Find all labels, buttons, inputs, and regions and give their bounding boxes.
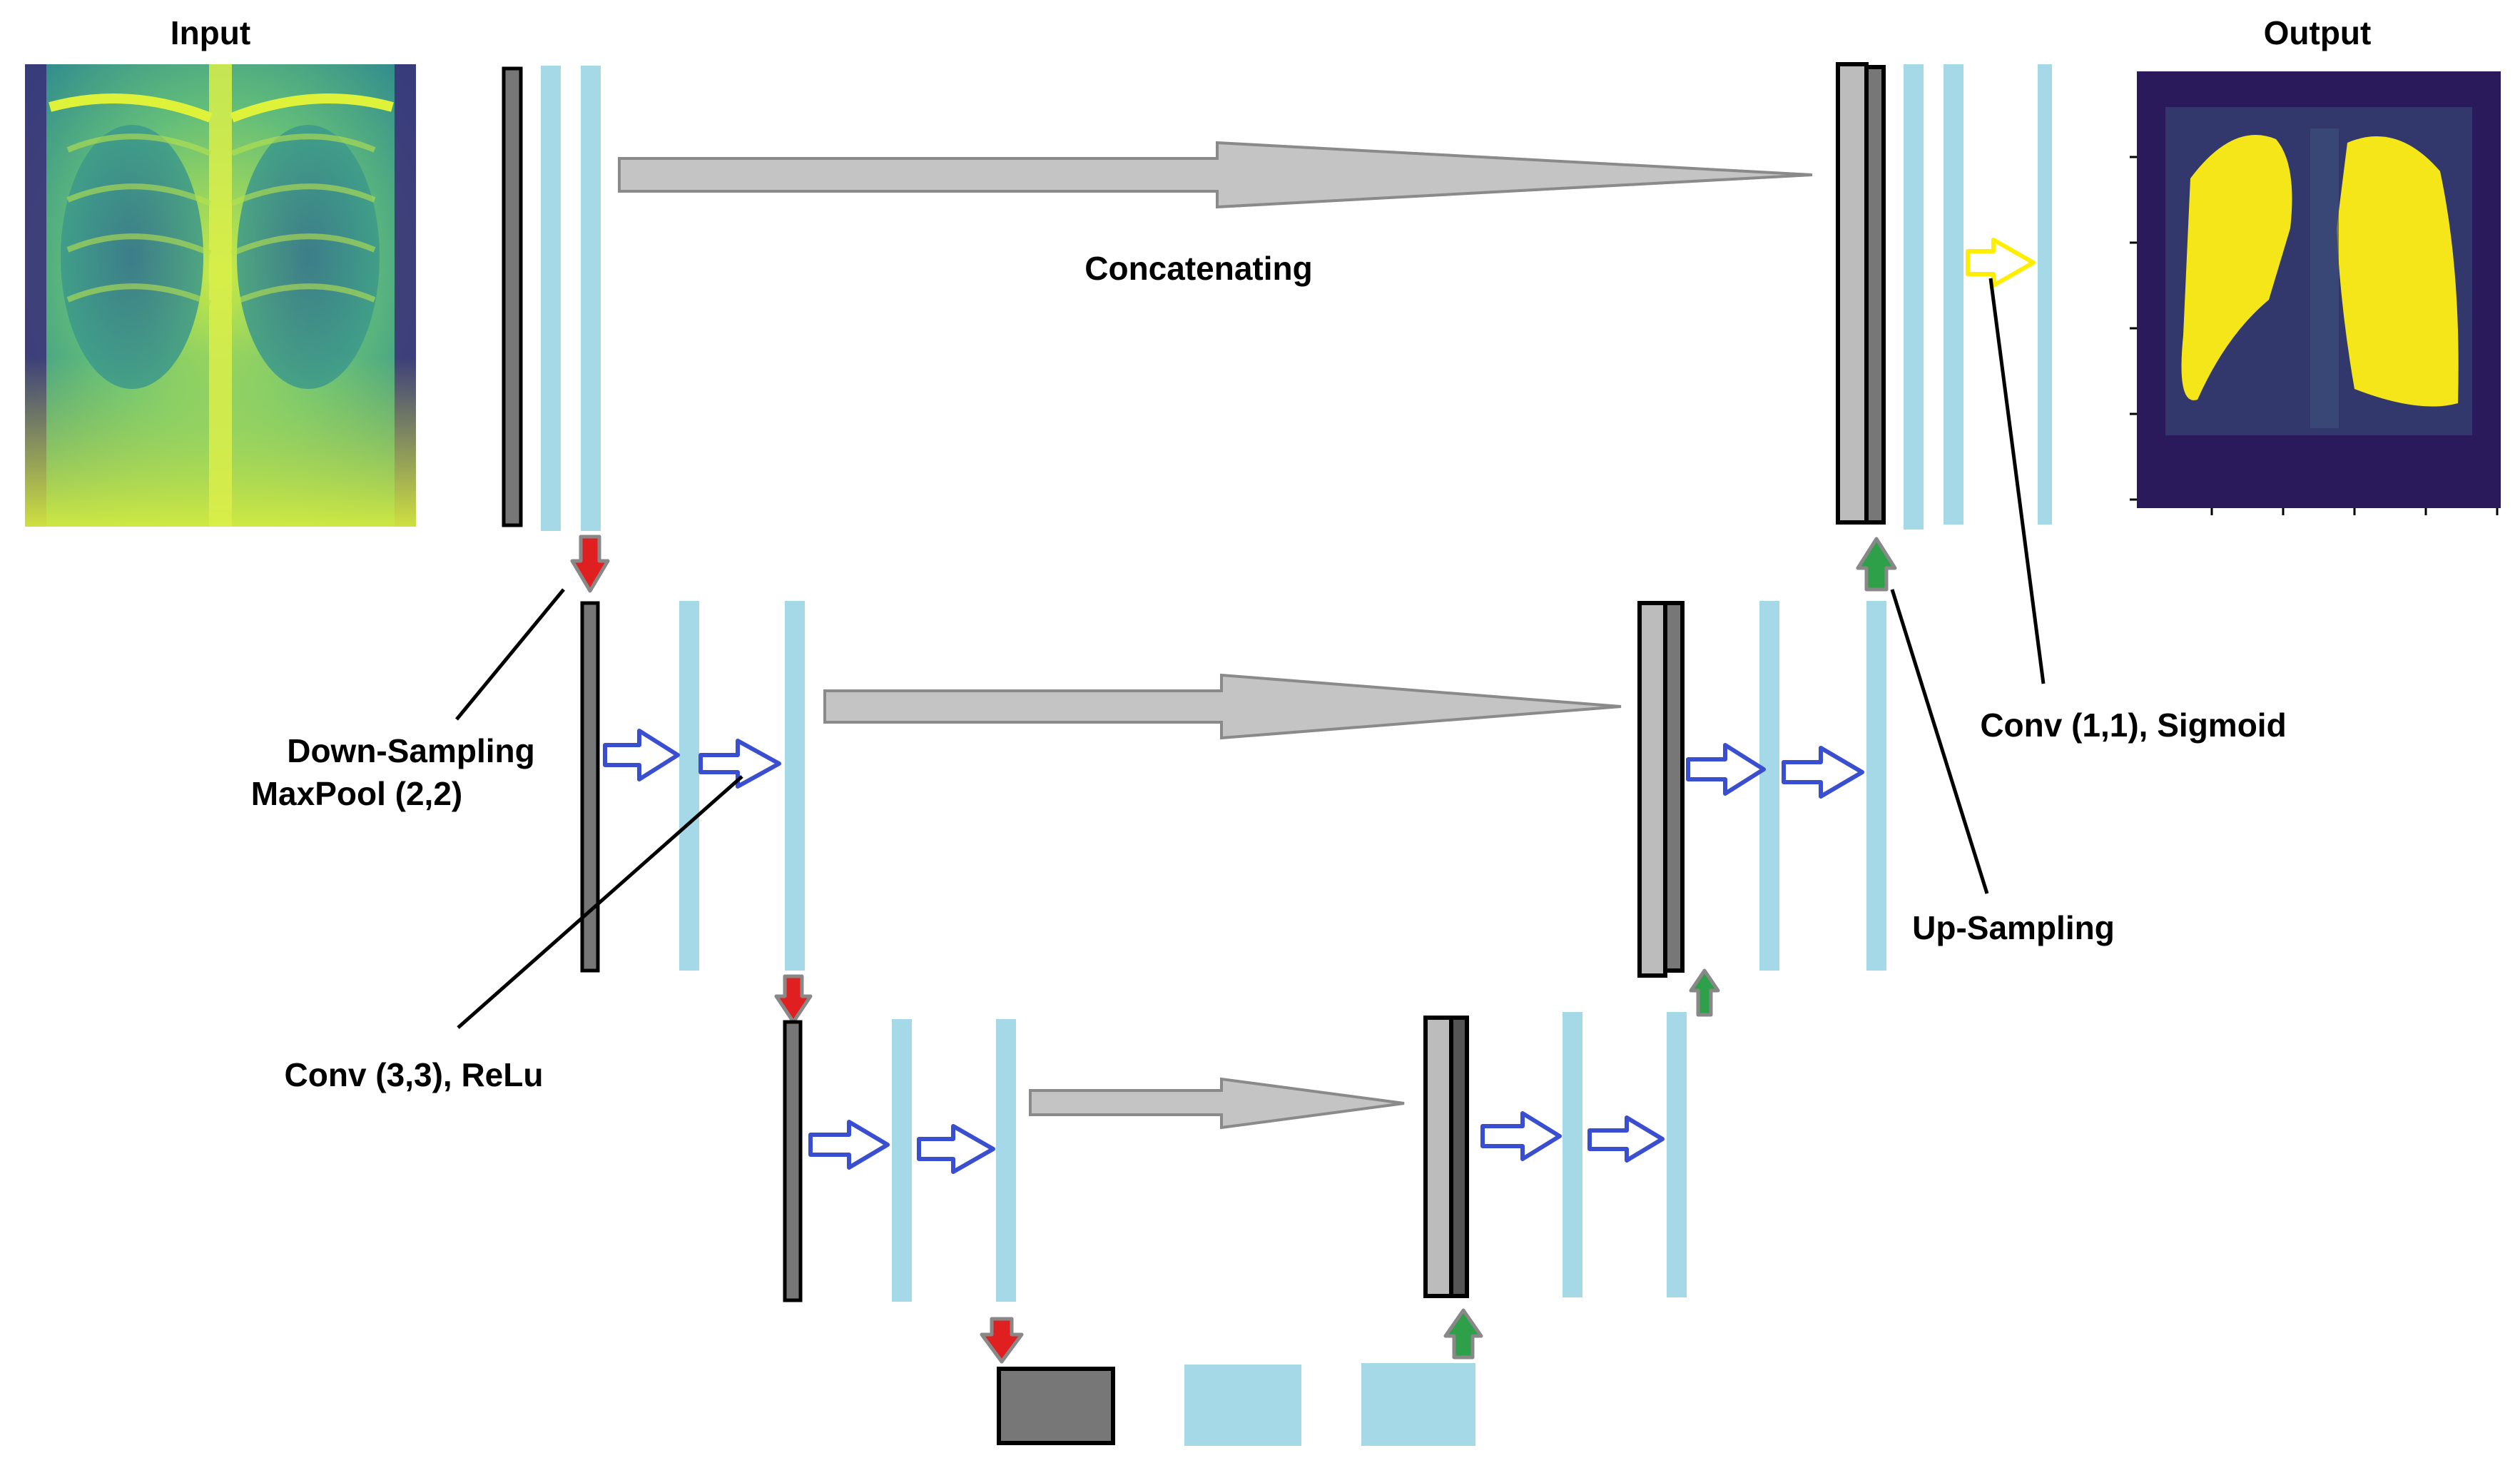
down-arrow-level3 xyxy=(980,1317,1024,1364)
level1-concat-map xyxy=(1864,65,1886,525)
level1-conv1-map xyxy=(541,66,561,531)
skip-arrow-level2 xyxy=(823,673,1622,740)
level1-conv2-map xyxy=(581,66,601,531)
output-conv-map xyxy=(2038,64,2052,525)
level3-concat-map xyxy=(1449,1016,1469,1298)
down-arrow-level2 xyxy=(774,974,813,1024)
level2-dec-conv2-map xyxy=(1866,601,1886,971)
level2-dec-conv1-map xyxy=(1759,601,1779,971)
conv-arrow-level3-b xyxy=(917,1124,995,1174)
conv-arrow-level2-b xyxy=(698,739,781,789)
conv-relu-label: Conv (3,3), ReLu xyxy=(285,1056,544,1093)
conv-relu-callout-line xyxy=(457,775,743,1029)
up-sampling-label: Up-Sampling xyxy=(1912,909,2115,946)
down-arrow-level1 xyxy=(570,535,610,593)
conv-arrow-level2-dec-a xyxy=(1686,743,1766,796)
output-label: Output xyxy=(2264,14,2372,51)
level2-pooled-map xyxy=(580,601,600,973)
level2-concat-map xyxy=(1663,601,1685,973)
level1-input-map xyxy=(502,66,523,527)
concatenating-label: Concatenating xyxy=(1084,250,1312,287)
conv-sigmoid-callout-line xyxy=(1988,278,2046,684)
conv-arrow-level3-dec-b xyxy=(1587,1115,1665,1163)
bottleneck-conv2-map xyxy=(1361,1363,1475,1446)
maxpool-label: MaxPool (2,2) xyxy=(251,775,463,812)
level1-upsampled-map xyxy=(1836,62,1869,525)
down-sampling-label: Down-Sampling xyxy=(287,732,535,769)
level3-conv1-map xyxy=(892,1019,912,1302)
up-arrow-level1 xyxy=(1856,537,1897,592)
conv-arrow-level2-a xyxy=(603,729,680,781)
level2-conv1-map xyxy=(679,601,699,971)
skip-arrow-level3 xyxy=(1029,1077,1405,1130)
up-sampling-callout-line xyxy=(1890,589,1989,894)
conv-arrow-level2-dec-b xyxy=(1782,746,1864,799)
input-image xyxy=(25,64,416,527)
input-label: Input xyxy=(171,14,250,51)
level1-dec-conv1-map xyxy=(1904,64,1924,530)
conv-arrow-level3-a xyxy=(808,1120,890,1170)
down-sampling-callout-line xyxy=(455,588,565,721)
level3-conv2-map xyxy=(996,1019,1016,1302)
output-image xyxy=(2130,71,2501,515)
level3-upsampled-map xyxy=(1423,1016,1453,1298)
level2-conv2-map xyxy=(785,601,805,971)
output-conv-arrow xyxy=(1966,238,2036,288)
skip-arrow-level1 xyxy=(618,141,1813,209)
up-arrow-level2 xyxy=(1689,968,1720,1017)
up-arrow-level3 xyxy=(1443,1308,1483,1360)
level3-pooled-map xyxy=(783,1020,803,1302)
bottleneck-pooled-map xyxy=(997,1367,1115,1445)
level1-dec-conv2-map xyxy=(1944,64,1963,525)
level3-dec-conv2-map xyxy=(1667,1012,1687,1297)
conv-arrow-level3-dec-a xyxy=(1480,1111,1562,1161)
bottleneck-conv1-map xyxy=(1184,1365,1301,1446)
level2-upsampled-map xyxy=(1637,601,1667,978)
level3-dec-conv1-map xyxy=(1563,1012,1582,1297)
conv-sigmoid-label: Conv (1,1), Sigmoid xyxy=(1980,707,2286,744)
